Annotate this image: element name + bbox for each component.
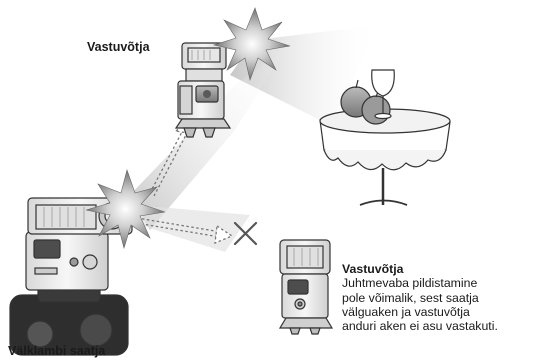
- note-line-1: Juhtmevaba pildistamine: [342, 276, 478, 291]
- receiver-note: Vastuvõtja Juhtmevaba pildistamine pole …: [342, 262, 548, 333]
- note-line-4: anduri aken ei asu vastakuti.: [342, 319, 498, 334]
- label-receiver-top: Vastuvõtja: [87, 40, 150, 54]
- arrowhead-right: [214, 224, 234, 245]
- note-line-2: pole võimalik, sest saatja: [342, 290, 479, 305]
- cross-mark-icon: [233, 221, 258, 246]
- label-flash-sender: Välklambi saatja: [8, 344, 106, 358]
- arrow-to-receiver-top: [149, 129, 188, 197]
- table-with-fruit-icon: [319, 69, 451, 206]
- note-line-3: välguaken ja vastuvõtja: [342, 304, 470, 319]
- arrow-to-cross: [135, 217, 222, 238]
- flash-unit-receiver-top: [174, 42, 232, 138]
- flash-unit-receiver-bottom: [278, 239, 334, 335]
- flash-burst-icon-bottom: [85, 168, 166, 250]
- note-title: Vastuvõtja: [342, 262, 404, 276]
- flash-burst-icon-top: [212, 7, 291, 82]
- beam-bottom: [130, 50, 285, 230]
